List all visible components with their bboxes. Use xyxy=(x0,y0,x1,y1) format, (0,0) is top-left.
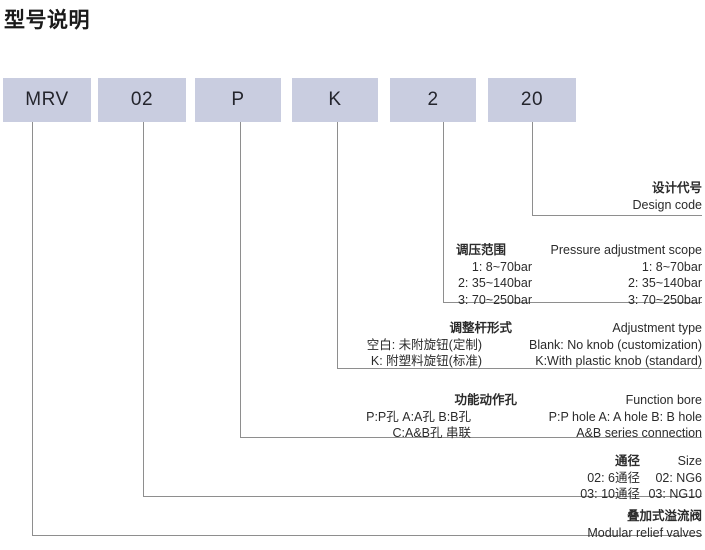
design-code-en-row: Design code xyxy=(633,197,703,214)
code-box-3-value: P xyxy=(231,89,245,110)
leader-vline-function-bore xyxy=(240,122,241,437)
function-bore-heading-row: 功能动作孔 Function bore xyxy=(281,392,702,409)
leader-vline-design-code xyxy=(532,122,533,215)
code-box-5-value: 2 xyxy=(427,89,439,110)
label-block-modular-relief-valves: 叠加式溢流阀 Modular relief valves xyxy=(587,508,702,541)
label-block-adjustment-type: 调整杆形式 Adjustment type 空白: 未附旋钮(定制) Blank… xyxy=(340,320,702,370)
function-bore-row-1-cn: P:P孔 A:A孔 B:B孔 xyxy=(366,409,471,424)
code-box-2-value: 02 xyxy=(130,89,154,110)
pressure-scope-heading-row: 调压范围 Pressure adjustment scope xyxy=(402,242,702,259)
design-code-cn-row: 设计代号 xyxy=(633,180,702,197)
size-row-1: 02: 6通径 02: NG6 xyxy=(548,470,702,487)
code-box-4: K xyxy=(292,78,378,122)
code-box-4-value: K xyxy=(328,89,342,110)
code-box-1: MRV xyxy=(3,78,91,122)
size-heading-row: 通径 Size xyxy=(548,453,702,470)
leader-hline-adjustment-type xyxy=(337,368,702,369)
label-block-function-bore: 功能动作孔 Function bore P:P孔 A:A孔 B:B孔 P:P h… xyxy=(281,392,702,442)
adjustment-type-heading-cn: 调整杆形式 xyxy=(449,321,512,335)
pressure-scope-row-1-cn: 1: 8~70bar xyxy=(471,259,532,274)
pressure-scope-heading-en: Pressure adjustment scope xyxy=(550,243,702,257)
pressure-scope-row-2-en: 2: 35~140bar xyxy=(627,276,702,290)
modular-relief-valves-cn-row: 叠加式溢流阀 xyxy=(587,508,702,525)
adjustment-type-row-1-en: Blank: No knob (customization) xyxy=(529,337,702,352)
size-heading-en: Size xyxy=(677,454,702,468)
size-row-1-en: 02: NG6 xyxy=(655,470,702,485)
size-row-2: 03: 10通径 03: NG10 xyxy=(548,486,702,503)
leader-hline-size xyxy=(143,496,702,497)
adjustment-type-heading-en: Adjustment type xyxy=(612,321,702,335)
function-bore-row-2: C:A&B孔 串联 A&B series connection xyxy=(281,425,703,442)
leader-hline-design-code xyxy=(532,215,702,216)
function-bore-heading-cn: 功能动作孔 xyxy=(454,393,517,407)
leader-hline-modular-relief-valves xyxy=(32,535,702,536)
adjustment-type-row-1: 空白: 未附旋钮(定制) Blank: No knob (customizati… xyxy=(340,337,702,354)
pressure-scope-row-2: 2: 35~140bar 2: 35~140bar xyxy=(402,275,702,292)
page-title: 型号说明 xyxy=(4,9,90,32)
design-code-cn: 设计代号 xyxy=(651,181,702,195)
adjustment-type-row-1-cn: 空白: 未附旋钮(定制) xyxy=(366,337,482,352)
modular-relief-valves-cn: 叠加式溢流阀 xyxy=(626,509,702,523)
design-code-en: Design code xyxy=(632,197,703,212)
code-box-6-value: 20 xyxy=(520,89,544,110)
leader-vline-pressure-adjustment-scope xyxy=(443,122,444,302)
code-box-1-value: MRV xyxy=(25,89,69,110)
pressure-scope-row-2-cn: 2: 35~140bar xyxy=(457,276,532,290)
function-bore-heading-en: Function bore xyxy=(625,393,702,407)
function-bore-row-2-en: A&B series connection xyxy=(576,426,702,440)
size-heading-cn: 通径 xyxy=(614,454,640,468)
label-block-pressure-adjustment-scope: 调压范围 Pressure adjustment scope 1: 8~70ba… xyxy=(402,242,702,308)
modular-relief-valves-en-row: Modular relief valves xyxy=(587,525,702,542)
pressure-scope-heading-cn: 调压范围 xyxy=(455,243,506,257)
code-box-5: 2 xyxy=(390,78,476,122)
pressure-scope-row-1: 1: 8~70bar 1: 8~70bar xyxy=(402,259,702,276)
adjustment-type-row-2-en: K:With plastic knob (standard) xyxy=(535,354,702,368)
code-box-2: 02 xyxy=(98,78,186,122)
size-row-2-cn: 03: 10通径 xyxy=(580,487,640,501)
adjustment-type-heading-row: 调整杆形式 Adjustment type xyxy=(340,320,702,337)
function-bore-row-1: P:P孔 A:A孔 B:B孔 P:P hole A: A hole B: B h… xyxy=(281,409,702,426)
label-block-size: 通径 Size 02: 6通径 02: NG6 03: 10通径 03: NG1… xyxy=(548,453,702,503)
adjustment-type-row-2-cn: K: 附塑料旋钮(标准) xyxy=(370,354,482,368)
pressure-scope-row-3: 3: 70~250bar 3: 70~250bar xyxy=(402,292,702,309)
adjustment-type-row-2: K: 附塑料旋钮(标准) K:With plastic knob (standa… xyxy=(340,353,702,370)
leader-vline-modular-relief-valves xyxy=(32,122,33,535)
code-box-3: P xyxy=(195,78,281,122)
pressure-scope-row-3-en: 3: 70~250bar xyxy=(627,292,702,307)
leader-hline-pressure-adjustment-scope xyxy=(443,302,702,303)
label-block-design-code: 设计代号 Design code xyxy=(633,180,703,213)
code-box-6: 20 xyxy=(488,78,576,122)
leader-vline-size xyxy=(143,122,144,496)
size-row-2-en: 03: NG10 xyxy=(648,487,702,501)
modular-relief-valves-en: Modular relief valves xyxy=(587,525,702,540)
pressure-scope-row-3-cn: 3: 70~250bar xyxy=(457,292,532,307)
pressure-scope-row-1-en: 1: 8~70bar xyxy=(641,259,702,274)
leader-vline-adjustment-type xyxy=(337,122,338,368)
leader-hline-function-bore xyxy=(240,437,702,438)
function-bore-row-1-en: P:P hole A: A hole B: B hole xyxy=(548,409,702,424)
function-bore-row-2-cn: C:A&B孔 串联 xyxy=(392,426,472,440)
size-row-1-cn: 02: 6通径 xyxy=(587,470,640,485)
